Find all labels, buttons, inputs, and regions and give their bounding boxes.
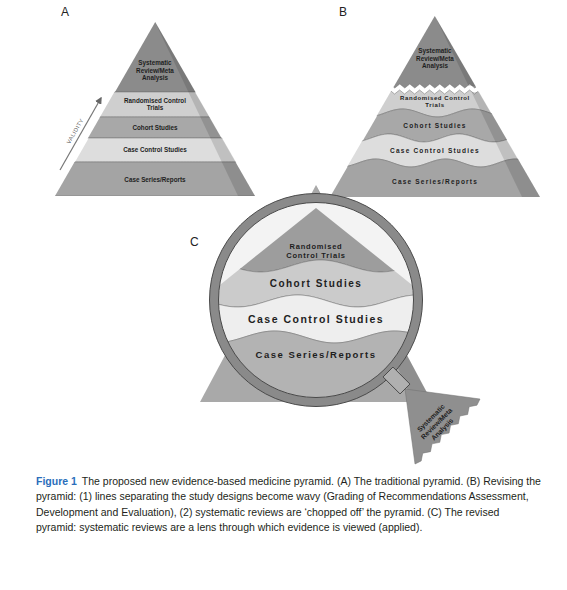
figure-caption: The proposed new evidence-based medicine… [36, 475, 541, 533]
panel-letter: C [190, 235, 199, 249]
band-shape [30, 92, 280, 117]
evidence-band: Case Series/Reports [218, 331, 414, 398]
band-label: Systematic Review/Meta Analysis [410, 47, 460, 70]
band-outline [330, 159, 540, 197]
band-shape [30, 162, 280, 196]
evidence-band: Cohort Studies [88, 117, 221, 138]
band-shape [30, 117, 280, 138]
band-shape [310, 90, 560, 117]
evidence-band: Case Control Studies [75, 138, 236, 162]
band-label: Case Series/Reports [216, 349, 416, 360]
evidence-band: Randomised Control Trials [100, 92, 209, 117]
band-label: Cohort Studies [110, 124, 200, 132]
figure-number: Figure 1 [36, 475, 77, 487]
band-outline [218, 331, 414, 398]
band-label: Randomised Control Trials [124, 97, 186, 112]
band-outline [115, 22, 195, 92]
band-label: Systematic Review/Meta Analysis [130, 59, 180, 82]
band-shape [310, 14, 560, 88]
evidence-band: Case Series/Reports [330, 159, 540, 197]
band-label: Case Series/Reports [90, 176, 220, 184]
band-label: Case Control Studies [375, 147, 495, 155]
evidence-band: Systematic Review/Meta Analysis [115, 22, 195, 92]
band-label: Case Series/Reports [360, 178, 510, 186]
band-shape [310, 159, 560, 199]
handle-triangle: Systematic Review/Meta Analysis [402, 386, 483, 467]
evidence-band: Case Series/Reports [55, 162, 255, 196]
caption-block: Figure 1The proposed new evidence-based … [36, 474, 541, 536]
band-label: Randomised Control Trials [276, 242, 356, 260]
band-shape [190, 331, 440, 420]
band-shape [405, 389, 480, 464]
band-label: Case Control Studies [100, 146, 210, 154]
band-label: Cohort Studies [385, 122, 485, 130]
evidence-band: Systematic Review/Meta Analysis [393, 16, 477, 88]
band-label: Randomised Control Trials [400, 95, 470, 109]
band-shape [30, 18, 280, 92]
band-label: Case Control Studies [216, 313, 416, 326]
band-label: Cohort Studies [221, 278, 411, 290]
panel-letter: A [61, 5, 69, 19]
band-shape [310, 109, 560, 142]
panel-letter: B [339, 5, 347, 19]
